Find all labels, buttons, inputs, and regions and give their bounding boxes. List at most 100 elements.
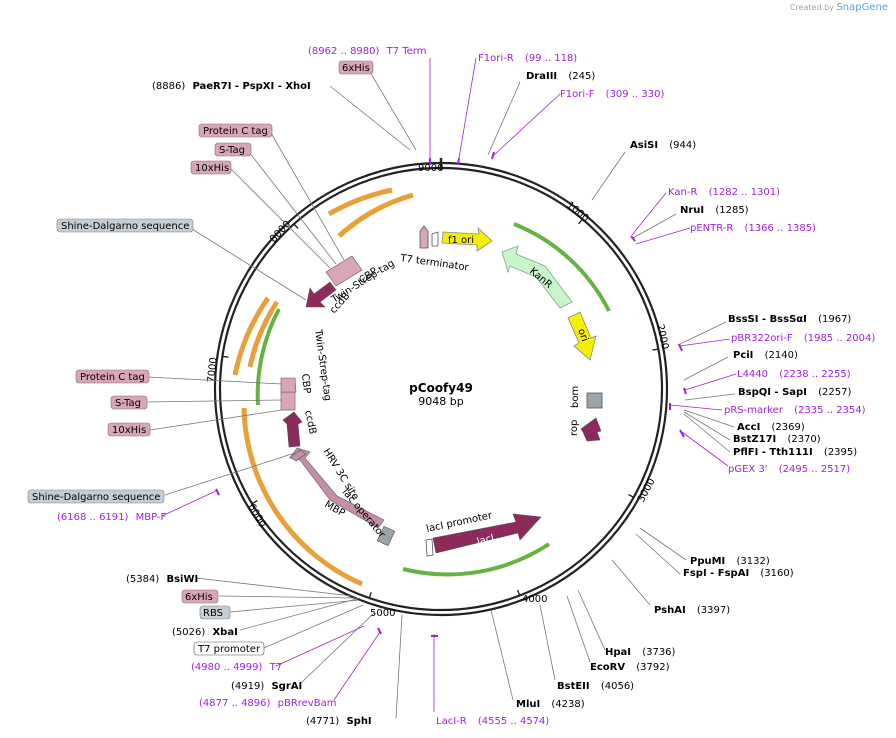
primer-pgex3-range: (2495 .. 2517) <box>779 464 851 475</box>
feature-t7-glyph <box>431 231 439 247</box>
box-label-protein-c-lower[interactable]: Protein C tag <box>80 372 145 383</box>
box-label-stag-lower[interactable]: S-Tag <box>115 398 141 409</box>
orf-arc-kanr <box>513 222 611 312</box>
line-t7 <box>275 625 365 667</box>
enzyme-ppumi[interactable]: PpuMI (3132) <box>690 556 770 567</box>
primer-pentr-r[interactable]: pENTR-R (1366 .. 1385) <box>690 223 816 234</box>
box-label-rbs[interactable]: RBS <box>203 608 223 619</box>
primer-mbp-f[interactable]: (6168 .. 6191) MBP-F <box>57 512 167 523</box>
primer-pbrrevbam[interactable]: (4877 .. 4896) pBRrevBam <box>199 698 336 709</box>
enzyme-sphi-pos: (4771) <box>306 716 339 727</box>
primer-pgex3[interactable]: pGEX 3' (2495 .. 2517) <box>728 464 850 475</box>
line-asisi <box>591 151 626 201</box>
tick-marks <box>222 218 659 599</box>
enzyme-bsssi[interactable]: BssSI - BssSαI (1967) <box>728 314 851 325</box>
line-sd-lower <box>164 451 299 496</box>
enzyme-asisi-pos: (944) <box>669 140 696 151</box>
box-label-6xhis-upper[interactable]: 6xHis <box>342 63 370 74</box>
enzyme-bspqi[interactable]: BspQI - SapI (2257) <box>738 387 851 398</box>
enzyme-sgrai[interactable]: (4919) SgrAI <box>231 681 302 692</box>
primer-kan-r-name: Kan-R <box>668 187 697 198</box>
enzyme-fspi[interactable]: FspI - FspAI (3160) <box>683 568 794 579</box>
primer-laci-r-name: LacI-R <box>436 716 467 727</box>
enzyme-bsteii[interactable]: BstEII (4056) <box>557 681 634 692</box>
enzyme-bsiwi-name: BsiWI <box>166 574 198 585</box>
primer-l4440[interactable]: L4440 (2238 .. 2255) <box>737 369 851 380</box>
primer-pbr322ori-f[interactable]: pBR322ori-F (1985 .. 2004) <box>731 333 875 344</box>
primer-t7[interactable]: (4980 .. 4999) T7 <box>191 662 282 673</box>
enzyme-xbai[interactable]: (5026) XbaI <box>172 627 238 638</box>
marker-mbp-f <box>215 488 220 496</box>
line-mlui <box>490 609 514 701</box>
enzyme-ecorv[interactable]: EcoRV (3792) <box>590 662 670 673</box>
line-l4440 <box>684 373 737 391</box>
marker-kan-r <box>630 235 636 242</box>
line-sgrai <box>299 611 376 685</box>
tick-mark <box>251 500 258 505</box>
enzyme-pflfi[interactable]: PflFI - Tth111I (2395) <box>733 447 857 458</box>
enzyme-ppumi-pos: (3132) <box>736 556 769 567</box>
line-sphi <box>395 614 403 719</box>
enzyme-bstz17i[interactable]: BstZ17I (2370) <box>733 434 821 445</box>
feature-label-twin-strep-lower: Twin-Strep-tag <box>312 328 333 402</box>
enzyme-hpai-name: HpaI <box>605 647 631 658</box>
box-label-protein-c-upper[interactable]: Protein C tag <box>203 126 268 137</box>
box-label-sd-lower[interactable]: Shine-Dalgarno sequence <box>32 492 160 503</box>
primer-labels: (8962 .. 8980) T7 Term F1ori-R (99 .. 11… <box>57 46 875 727</box>
enzyme-pflfi-pos: (2395) <box>824 447 857 458</box>
enzyme-fspi-name: FspI - FspAI <box>683 568 749 579</box>
line-pctag-lower <box>147 376 283 385</box>
enzyme-nrui[interactable]: NruI (1285) <box>680 205 749 216</box>
primer-prs-marker[interactable]: pRS-marker (2335 .. 2354) <box>724 405 866 416</box>
box-t7-promoter <box>193 641 265 656</box>
primer-pgex3-name: pGEX 3' <box>728 464 768 475</box>
feature-tags-upper <box>325 255 363 287</box>
enzyme-xhoi[interactable]: (8886) PaeR7I - PspXI - XhoI <box>152 81 311 92</box>
enzyme-hpai[interactable]: HpaI (3736) <box>605 647 676 658</box>
line-fspi <box>635 533 681 575</box>
enzyme-draiii-name: DraIII <box>526 71 557 82</box>
feature-label-bom: bom <box>570 386 581 408</box>
box-label-t7-promoter[interactable]: T7 promoter <box>197 644 261 655</box>
primer-f1ori-r[interactable]: F1ori-R (99 .. 118) <box>478 53 577 64</box>
enzyme-bspqi-pos: (2257) <box>818 387 851 398</box>
marker-f1ori-r <box>457 157 460 166</box>
line-kan-r <box>631 192 667 236</box>
box-label-stag-upper[interactable]: S-Tag <box>219 145 245 156</box>
primer-f1ori-f[interactable]: F1ori-F (309 .. 330) <box>560 89 664 100</box>
enzyme-xbai-pos: (5026) <box>172 627 205 638</box>
enzyme-bsiwi[interactable]: (5384) BsiWI <box>126 574 198 585</box>
primer-prs-marker-name: pRS-marker <box>724 405 784 416</box>
marker-l4440 <box>683 387 687 395</box>
box-stag-upper <box>214 142 252 157</box>
box-label-10xhis-upper[interactable]: 10xHis <box>195 163 229 174</box>
primer-t7-term-range: (8962 .. 8980) <box>308 46 380 57</box>
primer-laci-r[interactable]: LacI-R (4555 .. 4574) <box>436 716 549 727</box>
enzyme-sphi[interactable]: (4771) SphI <box>306 716 372 727</box>
enzyme-asisi[interactable]: AsiSI (944) <box>630 140 696 151</box>
box-label-10xhis-lower[interactable]: 10xHis <box>112 425 146 436</box>
box-label-sd-upper[interactable]: Shine-Dalgarno sequence <box>61 221 189 232</box>
primer-l4440-range: (2238 .. 2255) <box>779 369 851 380</box>
feature-label-ccdb-lower: ccdB <box>302 409 318 435</box>
box-6xhis-upper <box>338 60 374 75</box>
feature-label-cbp-lower: CBP <box>299 373 312 394</box>
feature-cbp-lower <box>280 377 297 393</box>
enzyme-pcii[interactable]: PciI (2140) <box>733 350 798 361</box>
primer-t7-term[interactable]: (8962 .. 8980) T7 Term <box>308 46 427 57</box>
marker-pbr322ori-f <box>678 343 683 352</box>
line-pgex3 <box>681 431 729 467</box>
enzyme-pshai[interactable]: PshAI (3397) <box>654 605 730 616</box>
enzyme-acci[interactable]: AccI (2369) <box>737 422 805 433</box>
tick-mark <box>293 223 299 229</box>
box-sd-upper <box>56 218 194 233</box>
feature-kanr-arrow <box>501 245 573 309</box>
primer-f1ori-r-range: (99 .. 118) <box>525 53 577 64</box>
box-label-6xhis-lower[interactable]: 6xHis <box>185 592 213 603</box>
enzyme-mlui[interactable]: MluI (4238) <box>516 699 585 710</box>
primer-kan-r[interactable]: Kan-R (1282 .. 1301) <box>668 187 780 198</box>
tick-mark <box>222 355 229 358</box>
enzyme-draiii[interactable]: DraIII (245) <box>526 71 595 82</box>
orf-arc-left-1 <box>232 296 271 376</box>
